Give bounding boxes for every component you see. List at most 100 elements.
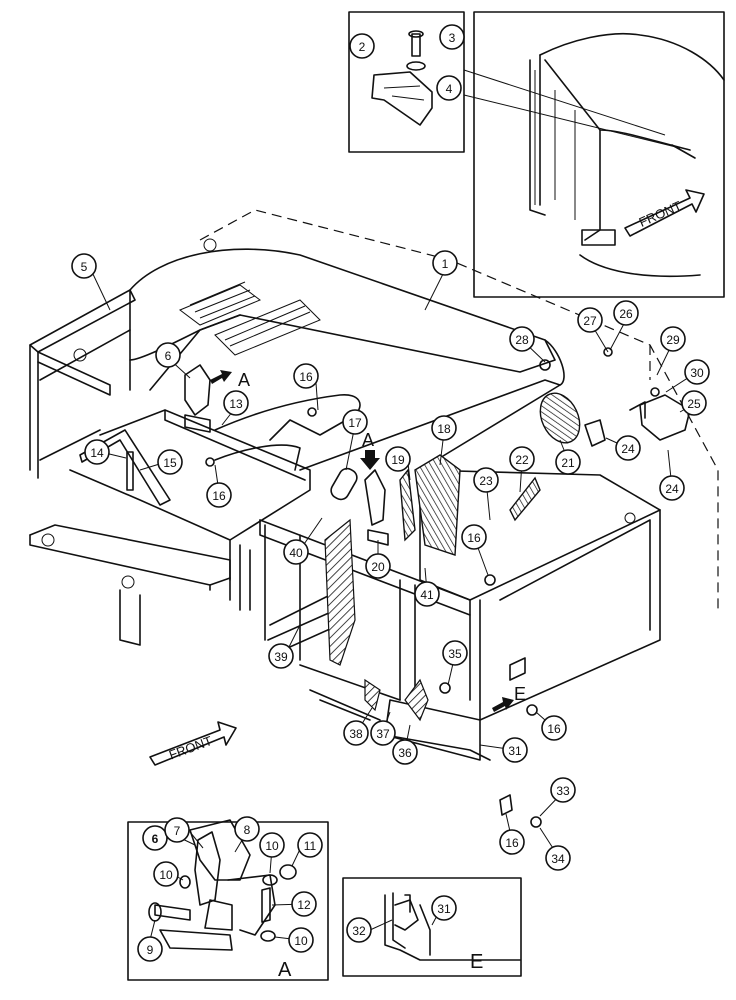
callout-number: 6: [165, 349, 172, 363]
callout-number: 23: [479, 474, 493, 488]
callout-c12: 12: [291, 891, 317, 917]
callout-number: 24: [665, 482, 679, 496]
callout-circle: [385, 446, 411, 472]
callout-circle: [461, 524, 487, 550]
callout-circle: [431, 415, 457, 441]
callout-number: 33: [556, 784, 570, 798]
callout-c23: 23: [473, 467, 499, 493]
callout-number: 17: [348, 416, 362, 430]
callout-circle: [659, 475, 685, 501]
callout-number: 7: [174, 824, 181, 838]
callout-number: 5: [81, 260, 88, 274]
callout-number: 9: [147, 943, 154, 957]
callout-c37: 37: [370, 720, 396, 746]
callout-c28: 28: [509, 326, 535, 352]
callout-c13: 13: [223, 390, 249, 416]
callout-number: 6: [152, 832, 159, 846]
callout-number: 40: [289, 546, 303, 560]
callout-number: 21: [561, 456, 575, 470]
callout-number: 10: [159, 868, 173, 882]
callout-number: 41: [420, 588, 434, 602]
callout-number: 10: [294, 934, 308, 948]
callout-c41: 41: [414, 581, 440, 607]
callout-circle: [223, 390, 249, 416]
callout-circle: [499, 829, 525, 855]
callout-c10b: 10: [259, 832, 285, 858]
callout-circle: [349, 33, 375, 59]
callout-c17: 17: [342, 409, 368, 435]
callout-circle: [297, 832, 323, 858]
callout-c31b: 31: [431, 895, 457, 921]
callout-circle: [615, 435, 641, 461]
callout-number: 38: [349, 727, 363, 741]
callout-c16c: 16: [461, 524, 487, 550]
callout-number: 22: [515, 453, 529, 467]
callout-c1: 1: [432, 250, 458, 276]
callout-number: 19: [391, 453, 405, 467]
callout-c25: 25: [681, 390, 707, 416]
callout-circle: [291, 891, 317, 917]
callout-circle: [342, 409, 368, 435]
callout-number: 8: [244, 823, 251, 837]
callout-number: 16: [467, 531, 481, 545]
callout-c16d: 16: [541, 715, 567, 741]
callout-number: 16: [212, 489, 226, 503]
callout-number: 36: [398, 746, 412, 760]
callout-circle: [155, 342, 181, 368]
callout-c16b: 16: [206, 482, 232, 508]
callout-number: 31: [508, 744, 522, 758]
callout-circle: [555, 449, 581, 475]
callout-number: 26: [619, 307, 633, 321]
callout-circle: [509, 446, 535, 472]
callout-circle: [431, 895, 457, 921]
callout-c4: 4: [436, 75, 462, 101]
callout-number: 18: [437, 422, 451, 436]
callout-circle: [550, 777, 576, 803]
callout-circle: [577, 307, 603, 333]
callout-circle: [206, 482, 232, 508]
callout-circle: [293, 363, 319, 389]
callout-number: 29: [666, 333, 680, 347]
callout-circle: [84, 439, 110, 465]
callout-c11: 11: [297, 832, 323, 858]
callout-circle: [71, 253, 97, 279]
callout-circle: [343, 720, 369, 746]
callout-c8: 8: [234, 816, 260, 842]
callout-circle: [137, 936, 163, 962]
callout-number: 12: [297, 898, 311, 912]
callout-number: 11: [304, 839, 317, 853]
main-front-label: FRONT: [167, 733, 214, 762]
callout-circle: [681, 390, 707, 416]
callout-number: 39: [274, 650, 288, 664]
callout-circle: [613, 300, 639, 326]
callout-c35: 35: [442, 640, 468, 666]
callout-c29: 29: [660, 326, 686, 352]
callout-number: 2: [359, 40, 366, 54]
callout-circle: [432, 250, 458, 276]
callout-number: 30: [690, 366, 704, 380]
callout-c7: 7: [164, 817, 190, 843]
callout-circle: [439, 24, 465, 50]
callout-circle: [502, 737, 528, 763]
callout-c18: 18: [431, 415, 457, 441]
callout-c3: 3: [439, 24, 465, 50]
callout-c36: 36: [392, 739, 418, 765]
callout-circle: [541, 715, 567, 741]
view-a-label-mid: A: [362, 430, 374, 450]
callout-c21: 21: [555, 449, 581, 475]
callout-number: 35: [448, 647, 462, 661]
callout-c6: 6: [155, 342, 181, 368]
callout-number: 31: [437, 902, 451, 916]
detail-e-label: E: [470, 951, 483, 973]
callout-circle: [509, 326, 535, 352]
callout-number: 10: [265, 839, 279, 853]
callout-number: 20: [371, 560, 385, 574]
callout-circle: [164, 817, 190, 843]
callout-circle: [442, 640, 468, 666]
callout-circle: [370, 720, 396, 746]
callout-number: 4: [446, 82, 453, 96]
callout-c22: 22: [509, 446, 535, 472]
callout-c6b: 6: [142, 825, 168, 851]
callout-c34: 34: [545, 845, 571, 871]
callout-circle: [268, 643, 294, 669]
